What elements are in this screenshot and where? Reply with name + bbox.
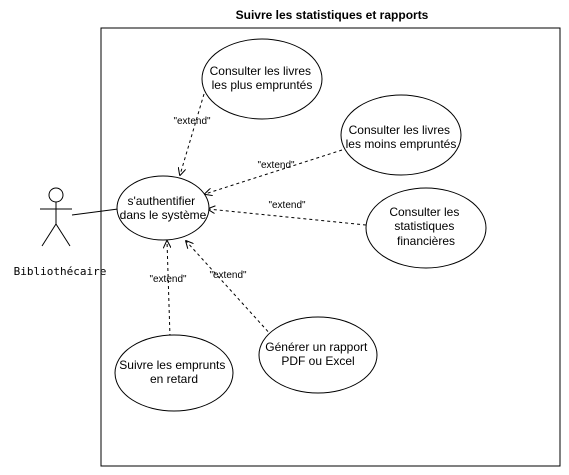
system-boundary [100,27,561,467]
svg-text:Consulter les livres les: Consulter les livres les moins empruntés [346,123,457,151]
use-case-financial-stats[interactable]: Consulter les statistiques financières [365,187,487,269]
use-case-late-loans[interactable]: Suivre les emprunts en retard [114,334,234,412]
svg-text:Consulter les statistiqu: Consulter les statistiques financières [389,205,462,248]
use-case-generate-report[interactable]: Générer un rapport PDF ou Excel [258,316,378,394]
use-case-label: les moins empruntés [346,137,457,151]
extend-label-report: "extend" [209,270,247,281]
use-case-authenticate[interactable]: s'authentifier dans le système [116,175,210,241]
use-case-label: en retard [150,372,198,386]
extend-label-least: "extend" [257,160,295,171]
svg-text:Générer un rapport PDF o: Générer un rapport PDF ou Excel [265,340,370,368]
extend-label-late: "extend" [149,274,187,285]
svg-text:Suivre les emprunts en r: Suivre les emprunts en retard [119,358,228,386]
diagram-title: Suivre les statistiques et rapports [236,8,429,22]
actor-label: Bibliothécaire [14,265,107,278]
use-case-label: PDF ou Excel [281,354,354,368]
use-case-label: les plus empruntés [212,78,313,92]
extend-line-fin [208,209,367,226]
use-case-label: Consulter les [389,205,459,219]
use-case-label: Générer un rapport [265,340,368,354]
extend-line-most [180,93,205,175]
use-case-label: financières [397,234,455,248]
extend-line-report [186,241,273,337]
extend-line-least [205,149,343,194]
extend-label-fin: "extend" [268,200,306,211]
extend-label-most: "extend" [173,116,211,127]
stick-figure-icon[interactable] [40,187,72,247]
use-case-label: statistiques [394,219,454,233]
svg-text:Consulter les livres les: Consulter les livres les plus empruntés [210,64,315,92]
use-case-label: dans le système [120,208,207,222]
svg-text:s'authentifier dans le s: s'authentifier dans le système [120,194,207,222]
use-case-label: Consulter les livres [210,64,311,78]
use-case-most-borrowed[interactable]: Consulter les livres les plus empruntés [201,38,323,120]
use-case-label: Suivre les emprunts [119,358,225,372]
association-line [71,208,119,216]
extend-line-late [167,241,170,338]
use-case-least-borrowed[interactable]: Consulter les livres les moins empruntés [340,94,462,176]
use-case-label: Consulter les livres [349,123,450,137]
use-case-label: s'authentifier [127,194,195,208]
